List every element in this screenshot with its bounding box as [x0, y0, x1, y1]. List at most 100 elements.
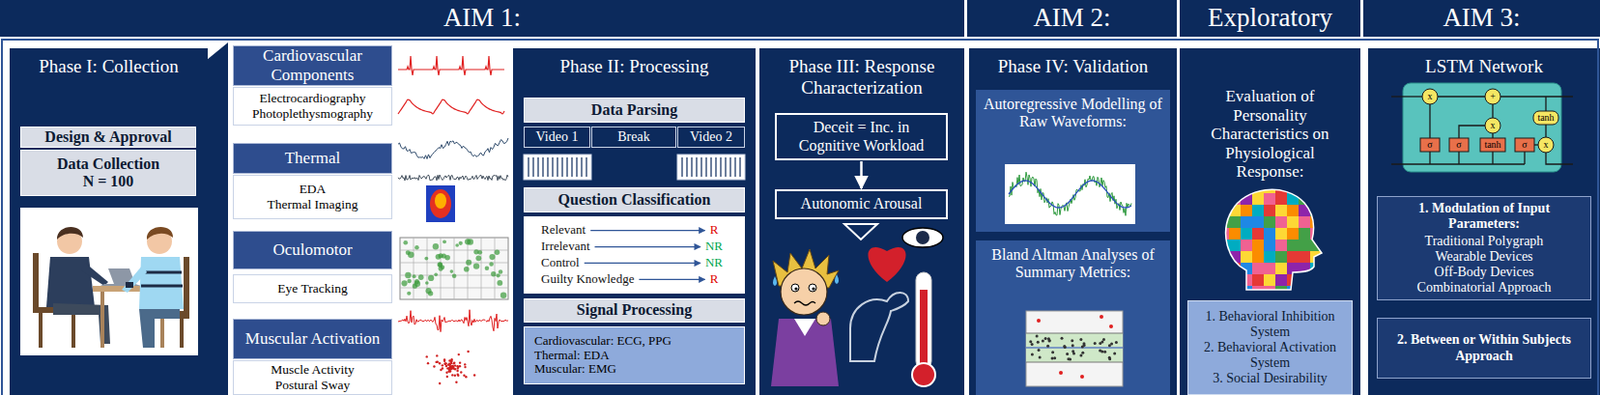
stripe: [714, 157, 716, 177]
head-patch: [1217, 228, 1229, 240]
thermal-face: [429, 189, 452, 219]
head-patch: [1228, 285, 1241, 298]
raw-waveform: [1008, 171, 1132, 216]
hair: [57, 227, 84, 240]
gaze-point: [494, 249, 501, 256]
agreement-band: [1026, 333, 1123, 363]
node-text: Autonomic Arousal: [800, 195, 923, 213]
gaze-point: [440, 265, 445, 270]
data-point: [1113, 352, 1116, 356]
node-text: Cardiovascular Components: [237, 46, 388, 85]
head-patch: [1217, 262, 1229, 275]
video-stripes: [523, 154, 745, 180]
gaze-point: [455, 243, 459, 248]
sway-point: [453, 361, 456, 364]
gaze-point: [463, 266, 470, 273]
node-text: 1. Behavioral Inhibition System: [1194, 309, 1346, 341]
head-patch: [1321, 239, 1334, 252]
operator-symbol: x: [1490, 120, 1496, 131]
lstm-wire: [1534, 143, 1539, 145]
head-patch: [1275, 204, 1287, 217]
node-text: AIM 3:: [1442, 2, 1520, 33]
node-text: Question Classification: [558, 191, 712, 209]
head-patch: [1263, 262, 1276, 275]
sway-point: [454, 368, 457, 371]
gaze-point: [424, 257, 429, 261]
suit: [46, 257, 95, 308]
collar: [794, 318, 816, 337]
head-patch: [1275, 274, 1287, 286]
head-patch: [1310, 251, 1322, 263]
sway-point: [457, 366, 459, 369]
sway-point: [473, 373, 476, 376]
lstm-operator: [1485, 88, 1501, 105]
sway-point: [450, 360, 453, 363]
head-patch: [1298, 216, 1311, 229]
node-text: Thermal: [285, 148, 342, 169]
phase-panel: Phase II: ProcessingData ParsingVideo 1B…: [513, 48, 756, 395]
body: [771, 318, 839, 387]
data-point: [1065, 352, 1069, 356]
model-box: 2. Between or Within Subjects Approach: [1376, 317, 1592, 379]
node-text: Phase IV: Validation: [998, 56, 1149, 78]
stripe: [556, 157, 558, 177]
stripe: [695, 157, 697, 177]
sway-point: [455, 381, 458, 384]
eye: [808, 284, 817, 292]
head-patch: [1217, 193, 1229, 205]
head-patch: [1240, 216, 1253, 229]
stripe: [729, 157, 731, 177]
chair: [32, 253, 39, 314]
data-point: [1035, 335, 1039, 339]
pupil: [811, 286, 815, 290]
node-text: Data Collection: [57, 155, 160, 173]
node-text: AIM 1:: [443, 2, 521, 33]
sway-point: [458, 361, 461, 364]
classification-arrow: [590, 229, 705, 231]
video-cell: Video 1: [523, 126, 591, 148]
operator-label: tanh: [1526, 111, 1566, 125]
sensor-header: Oculomotor: [232, 230, 393, 270]
grid-line: [454, 237, 456, 300]
plot-ground: [1026, 311, 1123, 387]
head-patch: [1228, 274, 1241, 286]
lstm-wire: [1491, 104, 1493, 118]
operator-symbol: σ: [1427, 140, 1432, 150]
outlier-point: [1099, 314, 1104, 319]
head-patch: [1310, 274, 1322, 286]
node-text: Muscle Activity: [270, 362, 355, 378]
lstm-wire: [1523, 151, 1525, 165]
node-text: Bland Altman Analyses of Summary Metrics…: [981, 246, 1165, 283]
sway-point: [446, 367, 449, 370]
node-text: Postural Sway: [275, 377, 351, 394]
head-patch: [1252, 285, 1264, 298]
stripe: [566, 157, 568, 177]
node-text: Muscular: EMG: [534, 362, 617, 377]
node-text: 2. Between or Within Subjects Approach: [1383, 332, 1585, 364]
sway-point: [463, 366, 466, 369]
gaze-point: [414, 279, 420, 285]
head-patch: [1310, 285, 1322, 298]
thermometer-bulb: [912, 363, 936, 387]
lstm-wire: [1428, 104, 1430, 139]
aim-header: AIM 3:: [1363, 0, 1600, 37]
gaze-point: [450, 269, 455, 274]
data-point: [1037, 348, 1041, 352]
eda-trace: [398, 138, 509, 160]
head-patch: [1286, 228, 1299, 240]
classification-box: RelevantRIrrelevantNRControlNRGuilty Kno…: [523, 216, 745, 294]
gaze-point: [425, 281, 429, 286]
validation-plots: [1004, 164, 1136, 387]
sweat: [772, 274, 839, 286]
operator-symbol: σ: [1521, 140, 1527, 150]
process-box: Deceit = Inc. in Cognitive Workload: [774, 113, 948, 161]
gaze-point: [404, 272, 411, 279]
trait-box: 1. Behavioral Inhibition System2. Behavi…: [1187, 300, 1353, 395]
sway-point: [445, 362, 448, 365]
sway-point: [451, 366, 454, 369]
gaze-point: [490, 271, 496, 277]
operator-label: x: [1526, 138, 1566, 152]
bracket: [206, 42, 229, 395]
section-box: Data CollectionN = 100: [20, 149, 197, 197]
head-patch: [1228, 216, 1241, 229]
